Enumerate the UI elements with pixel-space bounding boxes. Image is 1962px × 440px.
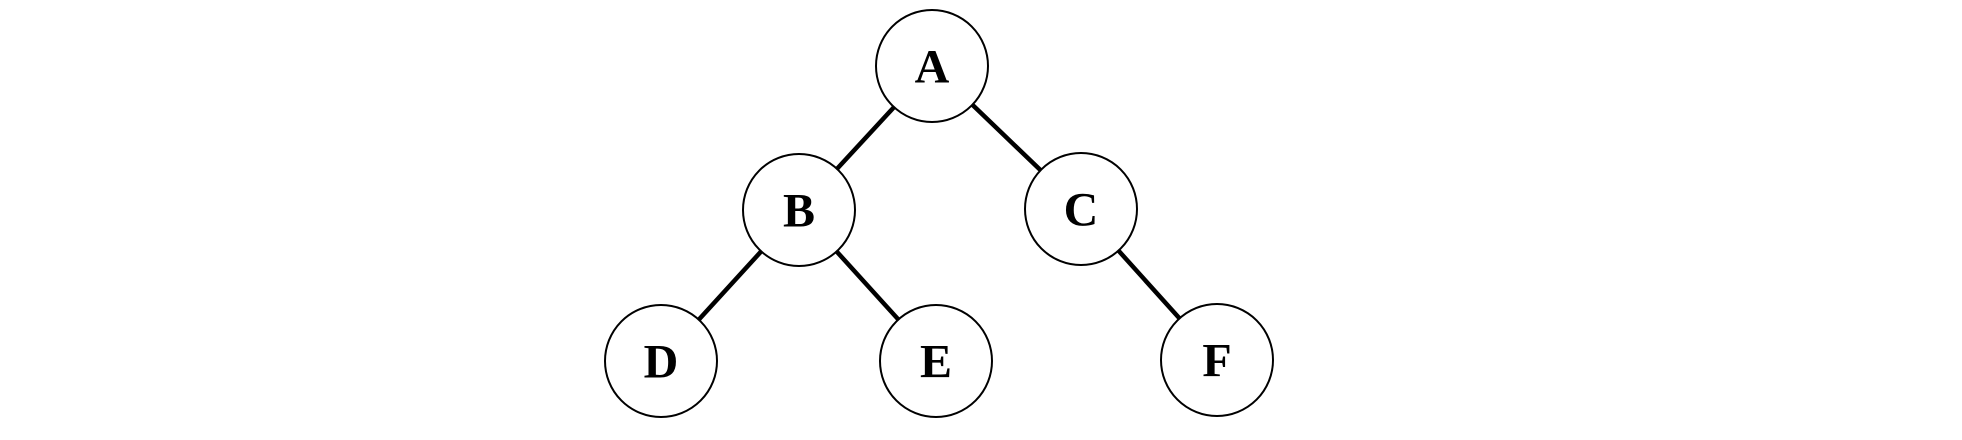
tree-node-B: B (742, 153, 856, 267)
tree-nodes: A B C D E F (604, 9, 1274, 418)
tree-node-D: D (604, 304, 718, 418)
tree-node-label-F: F (1202, 334, 1231, 387)
tree-node-circle-A (875, 9, 989, 123)
tree-node-circle-C (1024, 152, 1138, 266)
tree-node-label-D: D (644, 335, 679, 388)
tree-node-circle-E (879, 304, 993, 418)
tree-node-circle-B (742, 153, 856, 267)
tree-node-C: C (1024, 152, 1138, 266)
tree-node-label-C: C (1064, 183, 1099, 236)
tree-node-A: A (875, 9, 989, 123)
tree-node-label-E: E (920, 335, 952, 388)
tree-node-label-B: B (783, 184, 815, 237)
tree-node-F: F (1160, 303, 1274, 417)
tree-node-label-A: A (915, 40, 950, 93)
tree-node-E: E (879, 304, 993, 418)
tree-node-circle-D (604, 304, 718, 418)
tree-node-circle-F (1160, 303, 1274, 417)
